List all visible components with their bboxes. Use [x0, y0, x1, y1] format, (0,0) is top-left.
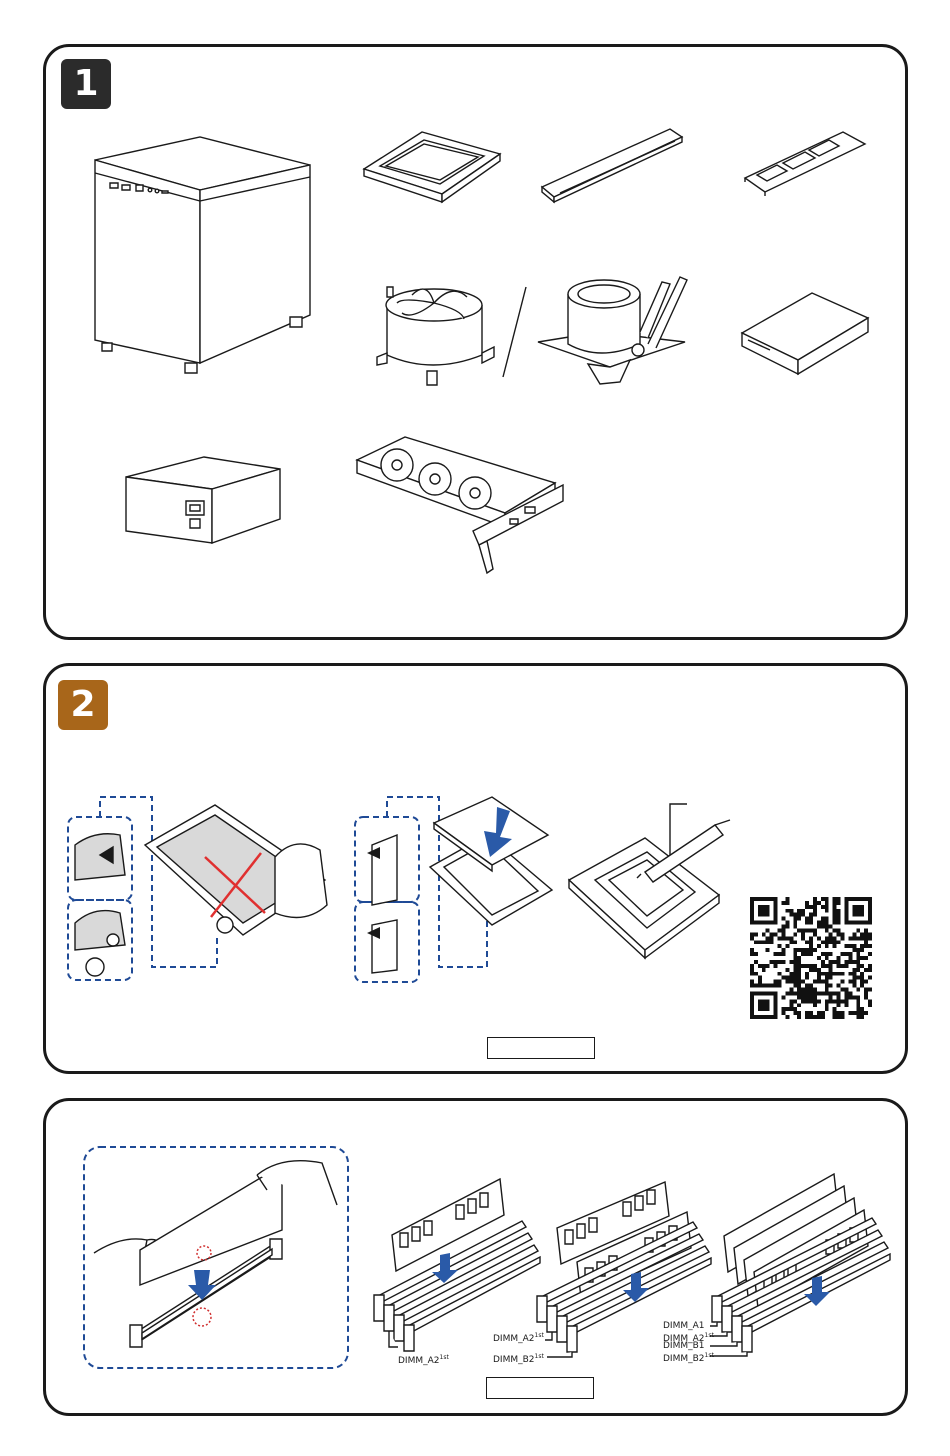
dimm-label-config2-b2: DIMM_B21st [493, 1352, 544, 1365]
memory-config-1dimm-illustration [372, 1175, 542, 1350]
sata-drive-icon [740, 288, 870, 378]
air-cooler-icon [372, 275, 502, 390]
qr-code-icon [750, 897, 872, 1019]
step2-badge: 2 [58, 680, 108, 730]
graphics-card-icon [355, 435, 570, 575]
dimm-label-config4-a1: DIMM_A1 [663, 1321, 705, 1331]
memory-config-4dimm-illustration [710, 1170, 895, 1360]
power-supply-icon [124, 455, 284, 545]
blank-label-box-2 [486, 1377, 594, 1399]
separator-slash [500, 285, 530, 380]
cpu-icon [362, 124, 502, 214]
step1-badge: 1 [61, 59, 111, 109]
dimm-label-config1-a2: DIMM_A21st [398, 1353, 449, 1366]
memory-module-icon [540, 125, 685, 205]
m2-ssd-icon [743, 128, 868, 196]
cpu-placement-illustration [352, 795, 557, 985]
blank-label-box [487, 1037, 595, 1059]
dimm-label-config4-b1: DIMM_B1 [663, 1341, 705, 1351]
dimm-label-config2-a2: DIMM_A21st [493, 1331, 544, 1344]
liquid-cooler-icon [530, 272, 690, 387]
thermal-paste-illustration [565, 800, 735, 965]
dimm-label-config4-b2: DIMM_B21st [663, 1351, 714, 1364]
memory-install-illustration [82, 1145, 350, 1370]
pc-case-icon [90, 135, 315, 380]
socket-cover-removal-illustration [65, 795, 335, 985]
